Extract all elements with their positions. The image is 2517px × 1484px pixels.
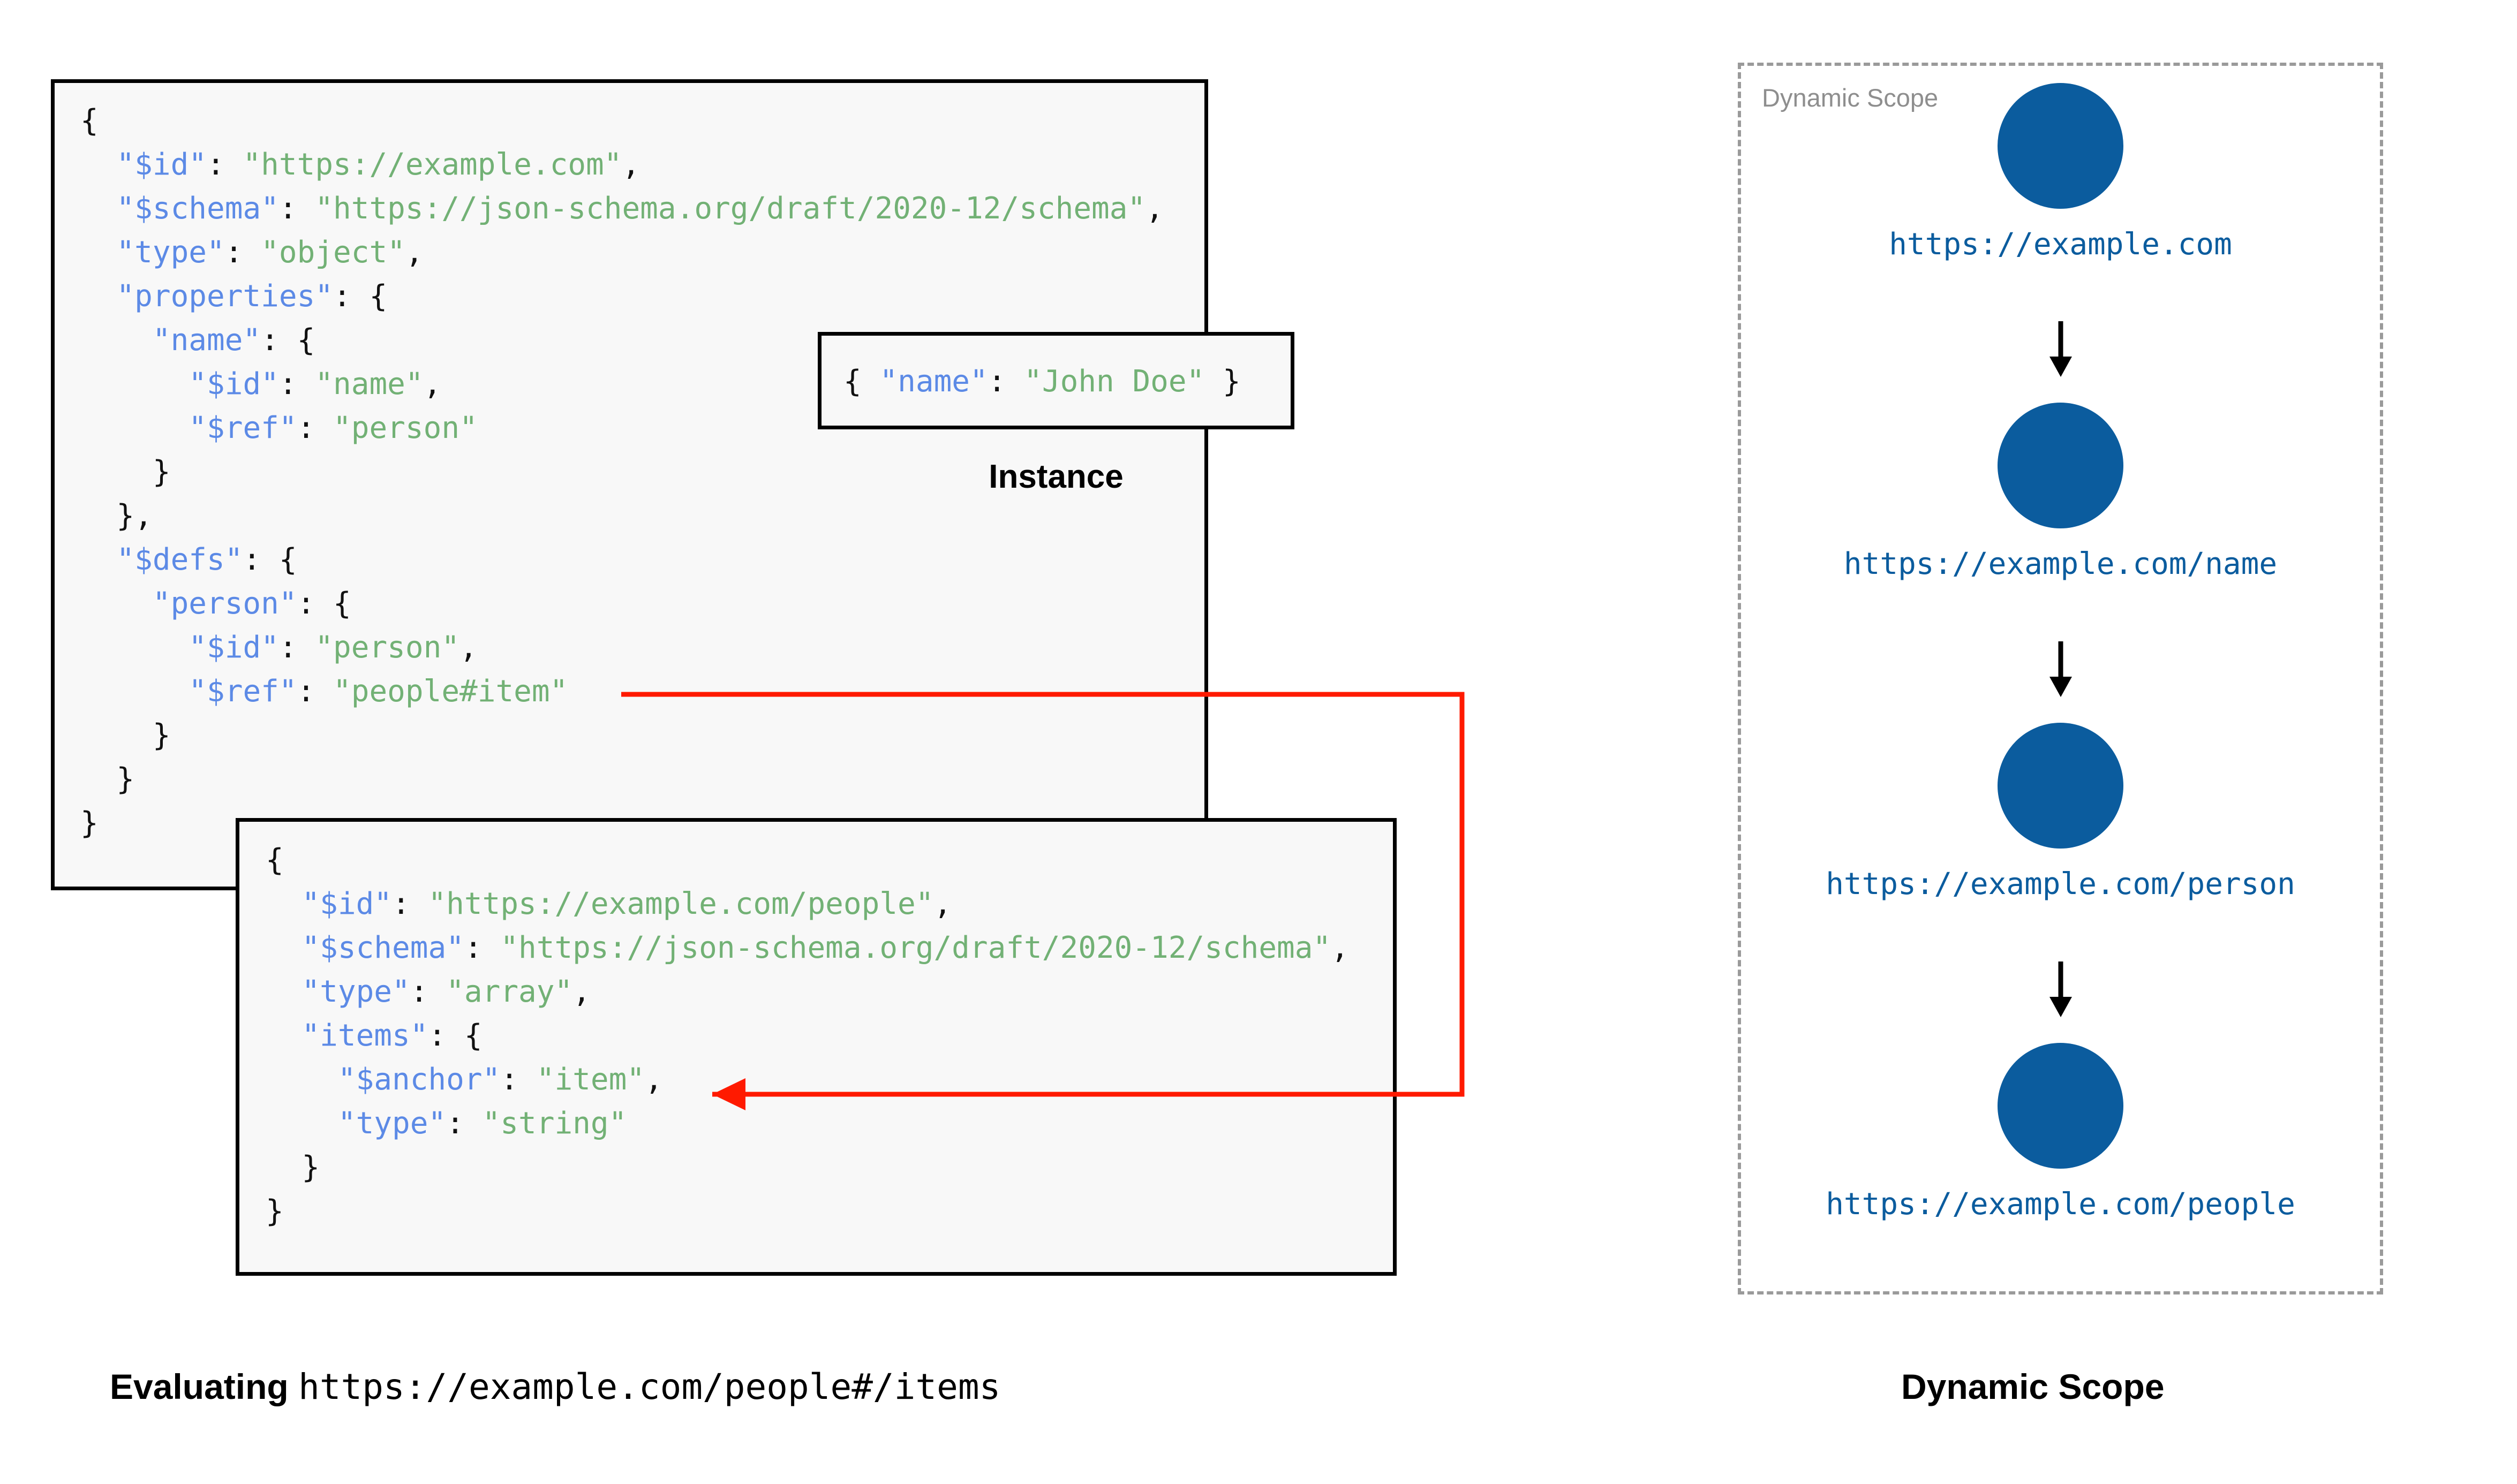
dynamic-scope-caption: Dynamic Scope <box>1901 1367 2165 1406</box>
code-line: "$id": "person", <box>189 630 478 665</box>
instance-box <box>818 332 1294 429</box>
evaluating-caption-uri: https://example.com/people#/items <box>298 1366 1001 1407</box>
code-line: "$id": "https://example.com", <box>116 147 640 182</box>
code-line: "type": "array", <box>302 974 591 1009</box>
scope-circle-icon <box>1998 403 2123 528</box>
dynamic-scope-panel <box>1738 63 2383 1294</box>
code-line: } <box>266 1150 320 1185</box>
evaluating-caption: Evaluating https://example.com/people#/i… <box>110 1366 1000 1407</box>
code-line: "person": { <box>152 586 351 621</box>
scope-circle-icon <box>1998 83 2123 209</box>
scope-node-url: https://example.com <box>1889 227 2232 262</box>
code-line: { <box>80 103 99 138</box>
scope-circle-icon <box>1998 723 2123 849</box>
code-line: "$schema": "https://json-schema.org/draf… <box>302 930 1349 965</box>
code-line: } <box>80 455 171 489</box>
code-line: } <box>266 1194 284 1229</box>
scope-node-url: https://example.com/name <box>1843 547 2278 581</box>
instance-code: { "name": "John Doe" } <box>843 360 1241 404</box>
code-line: "$anchor": "item", <box>337 1062 663 1097</box>
scope-circle-icon <box>1998 1043 2123 1169</box>
code-line: "$ref": "people#item" <box>189 674 568 709</box>
scope-node-0: https://example.com <box>1738 83 2383 262</box>
code-line: "$id": "name", <box>189 367 442 402</box>
scope-down-arrow-icon <box>1738 961 2383 1020</box>
code-line: } <box>80 806 99 841</box>
code-line: "$ref": "person" <box>189 411 478 445</box>
scope-down-arrow-icon <box>1738 641 2383 700</box>
scope-down-arrow-icon <box>1738 321 2383 380</box>
scope-node-1: https://example.com/name <box>1738 403 2383 581</box>
code-line: "type": "object", <box>116 235 424 270</box>
instance-label: Instance <box>989 458 1124 495</box>
code-line: } <box>80 718 171 753</box>
code-line: "name": { <box>152 323 315 358</box>
schema-main-code: { "$id": "https://example.com", "$schema… <box>80 99 1164 845</box>
scope-node-3: https://example.com/people <box>1738 1043 2383 1222</box>
scope-node-2: https://example.com/person <box>1738 723 2383 902</box>
code-line: "type": "string" <box>337 1106 627 1141</box>
dynamic-scope-title: Dynamic Scope <box>1762 84 1939 112</box>
code-line: "items": { <box>302 1018 483 1053</box>
scope-node-url: https://example.com/person <box>1826 867 2295 902</box>
code-line: }, <box>80 498 153 533</box>
code-line: { <box>266 843 284 877</box>
code-line: "$schema": "https://json-schema.org/draf… <box>116 191 1164 226</box>
code-line: "$defs": { <box>116 542 297 577</box>
code-line: { "name": "John Doe" } <box>843 364 1241 399</box>
code-line: "$id": "https://example.com/people", <box>302 887 952 921</box>
code-line: "properties": { <box>116 279 388 314</box>
scope-node-url: https://example.com/people <box>1826 1187 2295 1222</box>
code-line: } <box>80 762 135 797</box>
schema-people-code: { "$id": "https://example.com/people", "… <box>266 838 1349 1233</box>
evaluating-caption-prefix: Evaluating <box>110 1367 299 1406</box>
